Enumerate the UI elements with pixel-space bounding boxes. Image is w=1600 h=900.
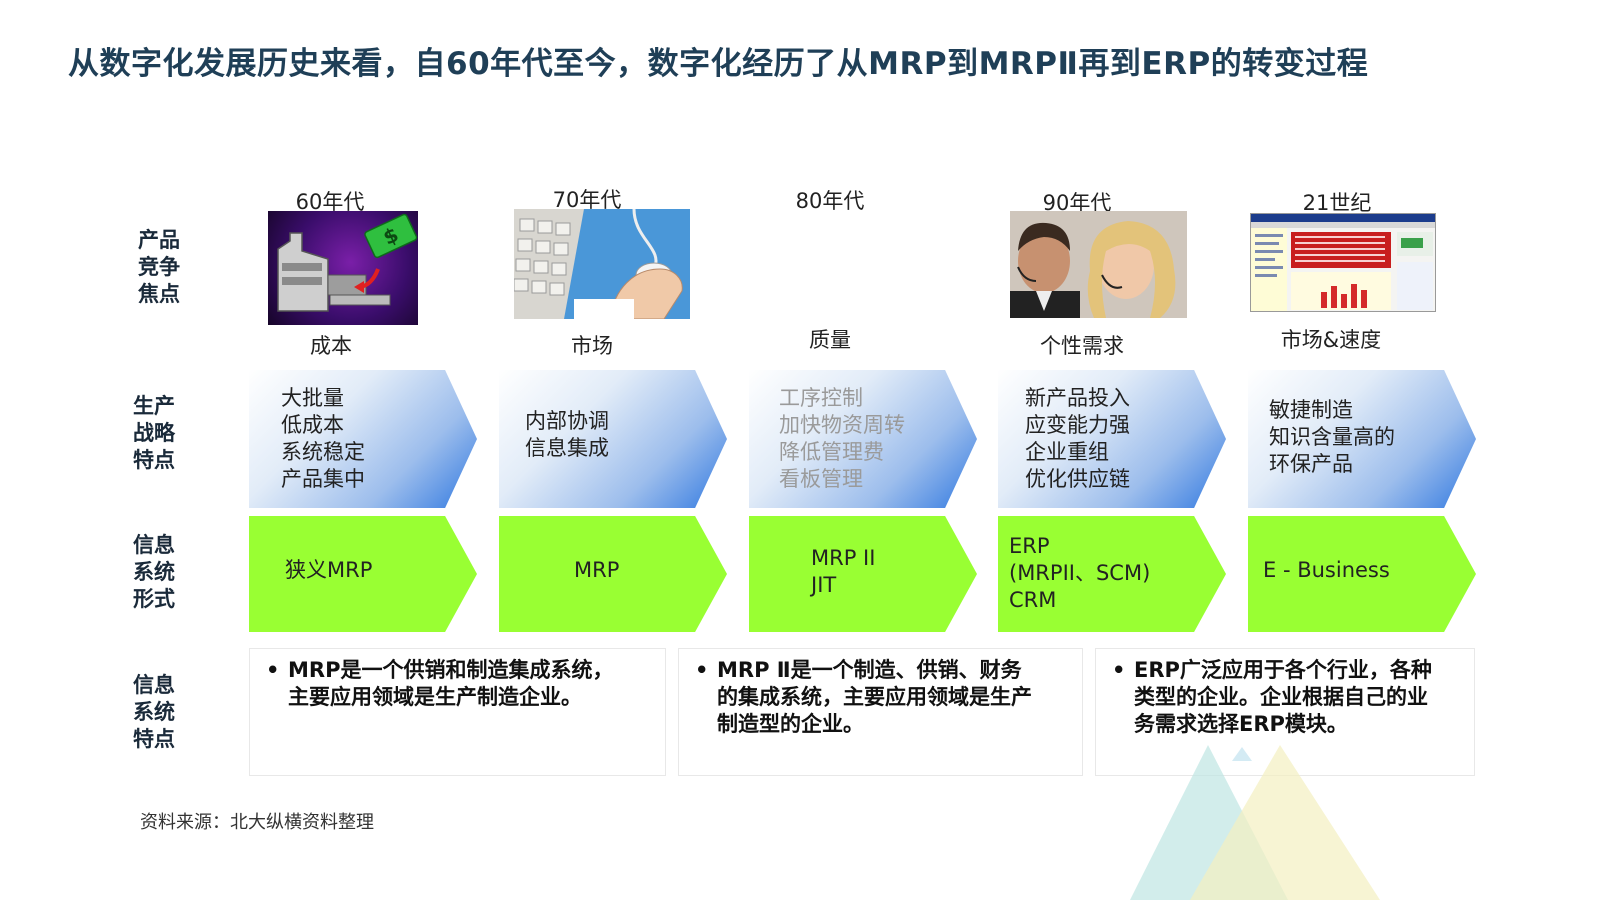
focus-label-70s: 市场 xyxy=(571,334,613,358)
strategy-arrow-90s xyxy=(998,370,1226,508)
system-text-21c: E - Business xyxy=(1263,558,1390,582)
feature-bullet: MRP是一个供销和制造集成系统，主要应用领域是生产制造企业。 xyxy=(264,657,651,711)
focus-label-60s: 成本 xyxy=(310,334,352,358)
system-text-90s: ERP(MRPII、SCM)CRM xyxy=(1009,534,1151,612)
strategy-text-60s: 大批量低成本系统稳定产品集中 xyxy=(281,386,365,491)
system-text-70s: MRP xyxy=(574,558,620,582)
system-arrow-90s xyxy=(998,516,1226,632)
era-label-21c: 21世纪 xyxy=(1302,191,1372,215)
page-title: 从数字化发展历史来看，自60年代至今，数字化经历了从MRP到MRPⅡ再到ERP的… xyxy=(68,46,1369,82)
system-text-60s: 狭义MRP xyxy=(285,558,373,582)
era-label-60s: 60年代 xyxy=(295,190,365,214)
strategy-text-80s: 工序控制加快物资周转降低管理费看板管理 xyxy=(779,386,905,491)
row-label-product-focus: 产品竞争焦点 xyxy=(138,228,180,306)
strategy-arrow-21c xyxy=(1248,370,1476,508)
strategy-text-21c: 敏捷制造知识含量高的环保产品 xyxy=(1269,398,1395,476)
era-label-80s: 80年代 xyxy=(795,189,865,213)
row-label-system-form: 信息系统形式 xyxy=(133,533,175,611)
focus-label-21c: 市场&速度 xyxy=(1280,328,1382,352)
decorative-triangles xyxy=(1130,745,1380,900)
focus-label-80s: 质量 xyxy=(809,328,851,352)
strategy-arrow-70s xyxy=(499,370,727,508)
strategy-arrow-80s xyxy=(749,370,977,508)
strategy-text-70s: 内部协调信息集成 xyxy=(525,409,609,460)
feature-card-mrp: MRP是一个供销和制造集成系统，主要应用领域是生产制造企业。 xyxy=(249,648,666,776)
factory-money-icon: $ xyxy=(268,211,418,325)
system-arrow-21c xyxy=(1248,516,1476,632)
row-label-strategy: 生产战略特点 xyxy=(133,394,175,472)
keyboard-mouse-icon xyxy=(514,209,690,319)
era-label-70s: 70年代 xyxy=(552,188,622,212)
system-arrow-70s xyxy=(499,516,727,632)
strategy-text-90s: 新产品投入应变能力强企业重组优化供应链 xyxy=(1025,386,1130,491)
system-arrow-60s xyxy=(249,516,477,632)
system-arrow-80s xyxy=(749,516,977,632)
erp-dashboard-icon xyxy=(1250,213,1436,312)
source-note: 资料来源：北大纵横资料整理 xyxy=(140,812,374,833)
focus-label-90s: 个性需求 xyxy=(1040,334,1124,358)
call-center-photo-icon xyxy=(1010,211,1187,318)
strategy-arrow-60s xyxy=(249,370,477,508)
row-label-system-feature: 信息系统特点 xyxy=(133,673,175,751)
